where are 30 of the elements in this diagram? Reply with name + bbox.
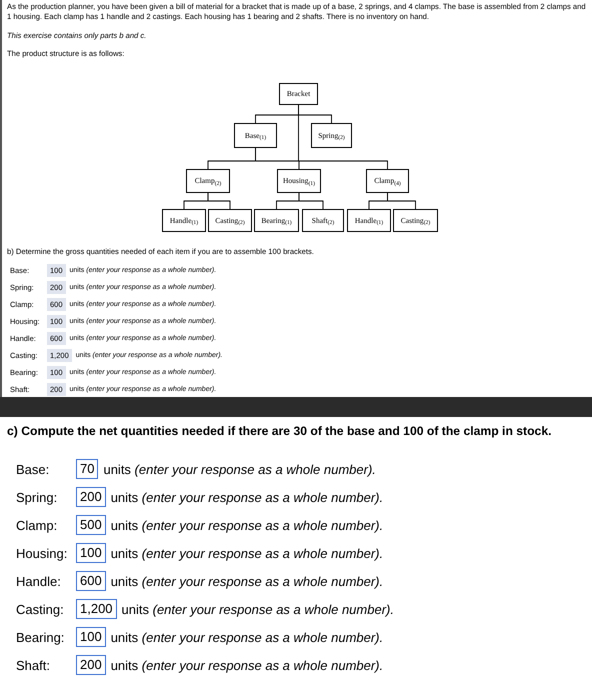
connector-line (387, 192, 416, 210)
item-label: Bearing: (16, 628, 66, 647)
answer-box: 100 (76, 543, 106, 564)
units-text: units (enter your response as a whole number). (103, 460, 376, 479)
answer-box: 100 (76, 627, 106, 648)
item-label: Casting: (16, 600, 65, 619)
answer-box: 70 (76, 459, 98, 480)
units-text: units (enter your response as a whole number). (122, 600, 394, 619)
connector-line (208, 192, 230, 210)
item-label: Handle: (16, 572, 62, 591)
units-text: units (enter your response as a whole number). (110, 572, 384, 591)
answer-box: 600 (76, 571, 106, 592)
units-text: units (enter your response as a whole number). (110, 488, 384, 507)
units-text: units (enter your response as a whole number). (110, 516, 384, 535)
units-text: units (enter your response as a whole number). (110, 656, 384, 675)
answer-box: 1,200 (76, 599, 117, 620)
question-text: c) Compute the net quantities needed if there are 30 of the base and 100 of the clamp in stock. (7, 423, 552, 440)
connector-line (298, 192, 324, 210)
item-label: Spring: (16, 488, 58, 507)
answer-box: 200 (76, 487, 106, 508)
units-text: units (enter your response as a whole number). (110, 628, 384, 647)
item-label: Housing: (16, 544, 68, 563)
units-text: units (enter your response as a whole number). (110, 544, 384, 563)
connector-line (298, 104, 388, 170)
answer-box: 500 (76, 515, 106, 536)
item-label: Clamp: (16, 516, 58, 535)
answer-box: 200 (76, 655, 106, 676)
item-label: Shaft: (16, 656, 51, 675)
item-label: Base: (16, 460, 50, 479)
connector-line (255, 148, 300, 170)
